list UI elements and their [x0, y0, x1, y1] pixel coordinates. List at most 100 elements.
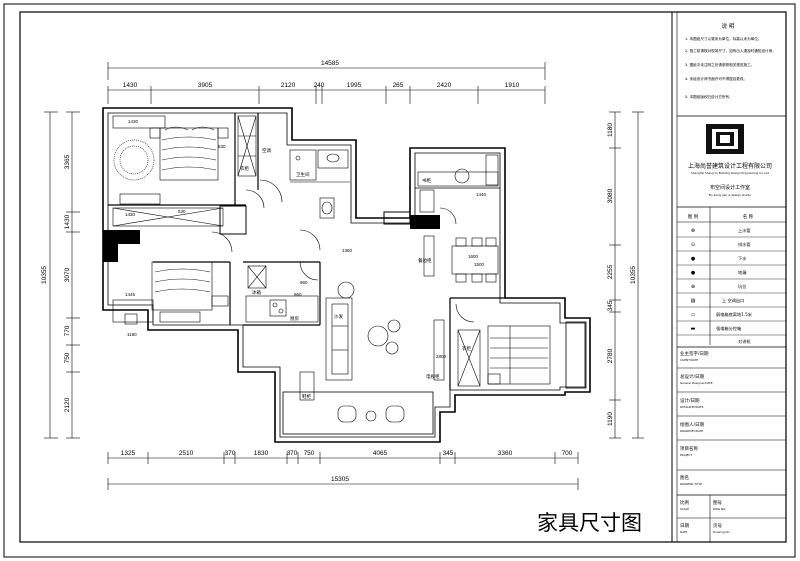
note-line: 4. 未经设计师书面许可不得擅自更改。	[685, 76, 747, 81]
dim-top-part: 1995	[347, 82, 362, 89]
wash-basin	[326, 153, 340, 163]
wardrobe	[237, 115, 257, 177]
dim-bottom-part: 4065	[373, 450, 388, 457]
counter	[245, 295, 319, 323]
door-swing	[299, 229, 321, 251]
page-label: 页号	[713, 523, 722, 529]
cabinet	[485, 154, 499, 186]
date-label: 日期	[680, 523, 689, 529]
room-label: 冰箱	[252, 289, 261, 296]
dim-inner: 960	[294, 292, 302, 297]
field-label-drawn: 绘图人/日期	[680, 421, 705, 428]
dim-right-part: 1190	[607, 412, 614, 426]
study	[417, 154, 499, 225]
legend-name: 上水管	[738, 227, 751, 234]
bed	[151, 261, 213, 311]
room-label: 电视柜	[426, 373, 440, 380]
bed-cover	[161, 136, 217, 171]
sheet-border-inner	[19, 11, 787, 543]
room-label: 卫生间	[296, 171, 310, 178]
legend-symbol: ●	[691, 270, 696, 276]
field-sub-title: DRAWING TITLE	[680, 482, 702, 486]
desk	[119, 193, 161, 205]
exterior-wall-inner	[107, 112, 586, 438]
vanity	[317, 149, 349, 169]
exterior-wall	[102, 107, 591, 443]
legend-name: 坑位	[738, 283, 746, 290]
dim-top-part: 240	[314, 82, 325, 89]
room-label: 厨房	[290, 315, 299, 322]
structural-wall	[219, 205, 247, 235]
chair	[471, 237, 483, 247]
living-room	[299, 229, 445, 423]
dim-bottom-part: 700	[562, 450, 573, 457]
field-label-title: 图名	[680, 474, 689, 481]
toilet	[319, 197, 335, 219]
desk	[112, 299, 154, 323]
legend-name: 上 空调出口	[722, 297, 744, 304]
toilet-bowl	[321, 201, 333, 215]
chair	[471, 273, 483, 283]
field-sub-drawn: DRAWN BY/DATE	[680, 429, 703, 433]
door-swing	[299, 261, 319, 281]
room-label: 沙发	[334, 313, 343, 320]
dim-left-part: 770	[64, 325, 71, 336]
legend-name: 下水	[738, 255, 747, 262]
dim-top-part: 1430	[123, 82, 138, 89]
dim-bottom-part: 2510	[179, 450, 194, 457]
armchair	[337, 405, 357, 423]
scale-sub: SCALE	[680, 507, 689, 511]
note-line: 5. 本图纸版权归设计方所有。	[685, 94, 733, 99]
dim-top-part: 2120	[281, 82, 296, 89]
dim-right-part: 345	[607, 300, 614, 311]
dim-inner: 1445	[125, 292, 136, 297]
kitchen	[245, 261, 319, 323]
room-label: 衣柜	[240, 165, 249, 172]
company-name-en: Shanghai Shang Yu Building Design Engine…	[691, 171, 769, 175]
floor-drain	[295, 155, 301, 161]
legend-symbol: ⊕	[691, 284, 695, 290]
legend-name: 强电箱分控箱	[716, 325, 741, 332]
dimension-lines	[44, 62, 644, 490]
dwg-no-label: 图号	[713, 500, 722, 506]
wardrobe	[112, 115, 166, 129]
bed	[487, 325, 551, 385]
legend-name: 排水管	[738, 241, 751, 248]
dim-bottom-part: 345	[443, 450, 454, 457]
nightstand	[217, 127, 229, 139]
third-bedroom	[455, 303, 551, 387]
door-swing	[455, 303, 475, 323]
side-table	[337, 281, 355, 299]
balcony	[565, 321, 587, 389]
dim-top-part: 3905	[198, 82, 213, 89]
door-swing	[245, 189, 265, 209]
coffee-table	[367, 325, 389, 347]
dim-right-total: 10355	[630, 266, 637, 284]
dim-bottom-part: 370	[225, 450, 236, 457]
dim-inner: 1440	[476, 192, 487, 197]
dim-inner: 1500	[474, 262, 485, 267]
dim-top-part: 1910	[505, 82, 520, 89]
dim-inner: 1600	[468, 254, 479, 259]
field-sub-design: DESIGN BY/DATE	[680, 405, 704, 409]
dim-right-part: 2255	[607, 264, 614, 279]
legend-name: 对讲机	[738, 338, 751, 345]
dim-bottom-part: 370	[287, 450, 298, 457]
dim-inner: 1430	[128, 119, 139, 124]
nightstand	[149, 127, 161, 139]
dim-inner: 1430	[125, 212, 136, 217]
dining	[423, 235, 499, 283]
dim-left-total: 10355	[41, 266, 48, 284]
sideboard	[423, 235, 435, 277]
dim-left-part: 3365	[64, 154, 71, 169]
field-sub-project: PROJECT	[680, 453, 692, 457]
floor-plan	[102, 107, 591, 443]
structural-wall	[103, 230, 140, 262]
dim-inner: 2800	[436, 354, 447, 359]
chair	[455, 237, 467, 247]
bed	[159, 127, 219, 181]
sofa-seat	[331, 303, 349, 375]
dim-bottom-total: 15305	[331, 476, 349, 483]
wardrobe	[112, 207, 224, 227]
